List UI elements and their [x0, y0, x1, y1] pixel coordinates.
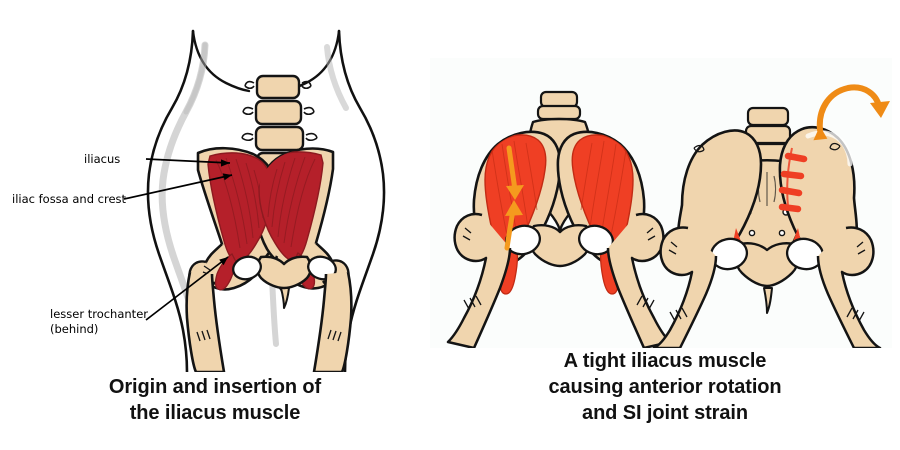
pubis-b — [734, 242, 800, 288]
obturator-foramen-left — [232, 255, 262, 281]
leader-line-iliac-fossa-and-crest — [123, 173, 233, 200]
left-panel: iliacus iliac fossa and crest lesser tro… — [0, 0, 430, 450]
origin-and-insertion-illustration — [123, 29, 386, 372]
leader-line-lesser-trochanter — [145, 256, 229, 321]
pelvis-with-anterior-rotation-and-si-strain — [652, 84, 890, 348]
right-femur — [312, 271, 353, 372]
iliacus-shortening-arrow-down — [506, 145, 524, 200]
anterior-pelvis-with-shortened-iliacus — [446, 90, 672, 348]
right-caption-line-2: causing anterior rotation — [548, 376, 782, 398]
tight-iliacus-illustration — [446, 84, 890, 348]
left-femur — [185, 271, 226, 372]
right-panel-caption: A tight iliacus muscle causing anterior … — [430, 348, 900, 426]
annotation-label-iliacus: iliacus — [84, 152, 121, 166]
left-femur-b — [652, 226, 718, 348]
right-panel: A tight iliacus muscle causing anterior … — [430, 0, 900, 450]
left-iliacus-muscle — [207, 152, 273, 263]
annotation-leader-lines — [123, 158, 233, 321]
torso-shading-right — [324, 44, 349, 111]
anterior-rotation-arrow — [813, 84, 890, 141]
iliacus-shortening-arrow-up — [504, 200, 523, 251]
annotation-label-lesser-trochanter-line2: (behind) — [50, 322, 99, 336]
right-caption-line-3: and SI joint strain — [582, 402, 748, 424]
annotation-label-lesser-trochanter-line1: lesser trochanter — [50, 307, 148, 321]
right-femur-a — [606, 212, 672, 348]
obturator-foramen-right — [307, 255, 337, 281]
left-caption-line-2: the iliacus muscle — [129, 402, 301, 424]
left-panel-caption: Origin and insertion of the iliacus musc… — [0, 374, 430, 426]
torso-shading — [158, 41, 209, 334]
right-femur-b — [816, 226, 882, 348]
pubis-a — [528, 224, 592, 268]
right-iliacus-muscle-a — [571, 134, 634, 257]
leader-line-iliacus — [145, 158, 231, 167]
pubic-symphysis — [256, 255, 312, 290]
left-iliacus-tendon — [214, 253, 237, 291]
vertebra — [241, 125, 318, 152]
annotation-label-iliac-fossa-and-crest: iliac fossa and crest — [12, 192, 127, 206]
left-caption-line-1: Origin and insertion of — [108, 376, 322, 398]
vertebra — [244, 74, 312, 100]
vertebra — [242, 99, 315, 126]
left-femur-a — [446, 212, 512, 348]
annotation-label-lesser-trochanter: lesser trochanter(behind) — [50, 307, 148, 337]
si-joint-strain-marks — [778, 147, 808, 213]
right-caption-line-1: A tight iliacus muscle — [563, 350, 767, 372]
